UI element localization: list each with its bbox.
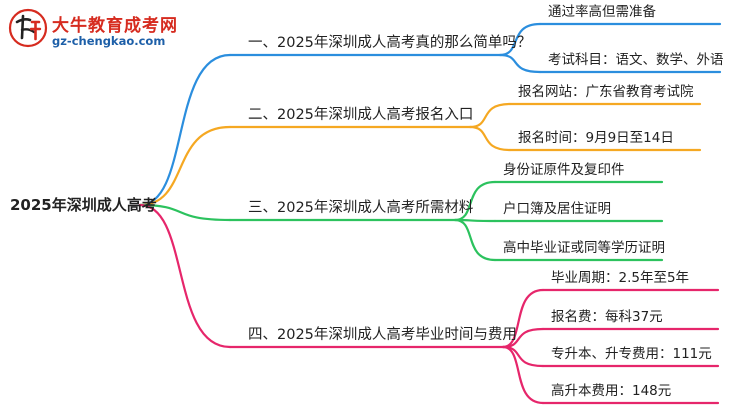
leaf-node: 毕业周期：2.5年至5年 bbox=[551, 270, 690, 286]
leaf-connector bbox=[498, 53, 542, 74]
niu-logo-icon bbox=[8, 8, 48, 48]
root-node: 2025年深圳成人高考 bbox=[10, 196, 157, 214]
leaf-node: 报名网站：广东省教育考试院 bbox=[518, 84, 694, 100]
branch-connector bbox=[138, 203, 232, 222]
leaf-node: 报名费：每科37元 bbox=[551, 309, 663, 325]
logo: 大牛教育成考网 gz-chengkao.com bbox=[8, 8, 198, 56]
leaf-node: 高升本费用：148元 bbox=[551, 383, 672, 399]
leaf-connector bbox=[501, 288, 545, 349]
branch-connector bbox=[138, 53, 232, 207]
leaf-connector bbox=[453, 218, 497, 262]
branch-node: 二、2025年深圳成人高考报名入口 bbox=[248, 107, 474, 123]
branch-node: 三、2025年深圳成人高考所需材料 bbox=[248, 200, 474, 216]
leaf-node: 通过率高但需准备 bbox=[548, 4, 656, 20]
leaf-node: 户口簿及居住证明 bbox=[503, 201, 611, 217]
leaf-connector bbox=[453, 180, 497, 222]
leaf-connector bbox=[498, 22, 542, 57]
branch-connector bbox=[138, 203, 232, 349]
leaf-node: 考试科目：语文、数学、外语 bbox=[548, 52, 724, 68]
leaf-connector bbox=[468, 125, 512, 152]
logo-url: gz-chengkao.com bbox=[52, 34, 166, 48]
leaf-node: 专升本、升专费用：111元 bbox=[551, 346, 712, 362]
leaf-node: 高中毕业证或同等学历证明 bbox=[503, 240, 665, 256]
branch-node: 一、2025年深圳成人高考真的那么简单吗？ bbox=[248, 35, 532, 51]
leaf-connector bbox=[468, 102, 512, 129]
logo-title: 大牛教育成考网 bbox=[52, 16, 178, 36]
leaf-node: 报名时间：9月9日至14日 bbox=[518, 130, 674, 146]
branch-connector bbox=[138, 125, 232, 207]
leaf-node: 身份证原件及复印件 bbox=[503, 162, 625, 178]
leaf-connector bbox=[501, 345, 545, 405]
branch-node: 四、2025年深圳成人高考毕业时间与费用 bbox=[248, 327, 517, 343]
